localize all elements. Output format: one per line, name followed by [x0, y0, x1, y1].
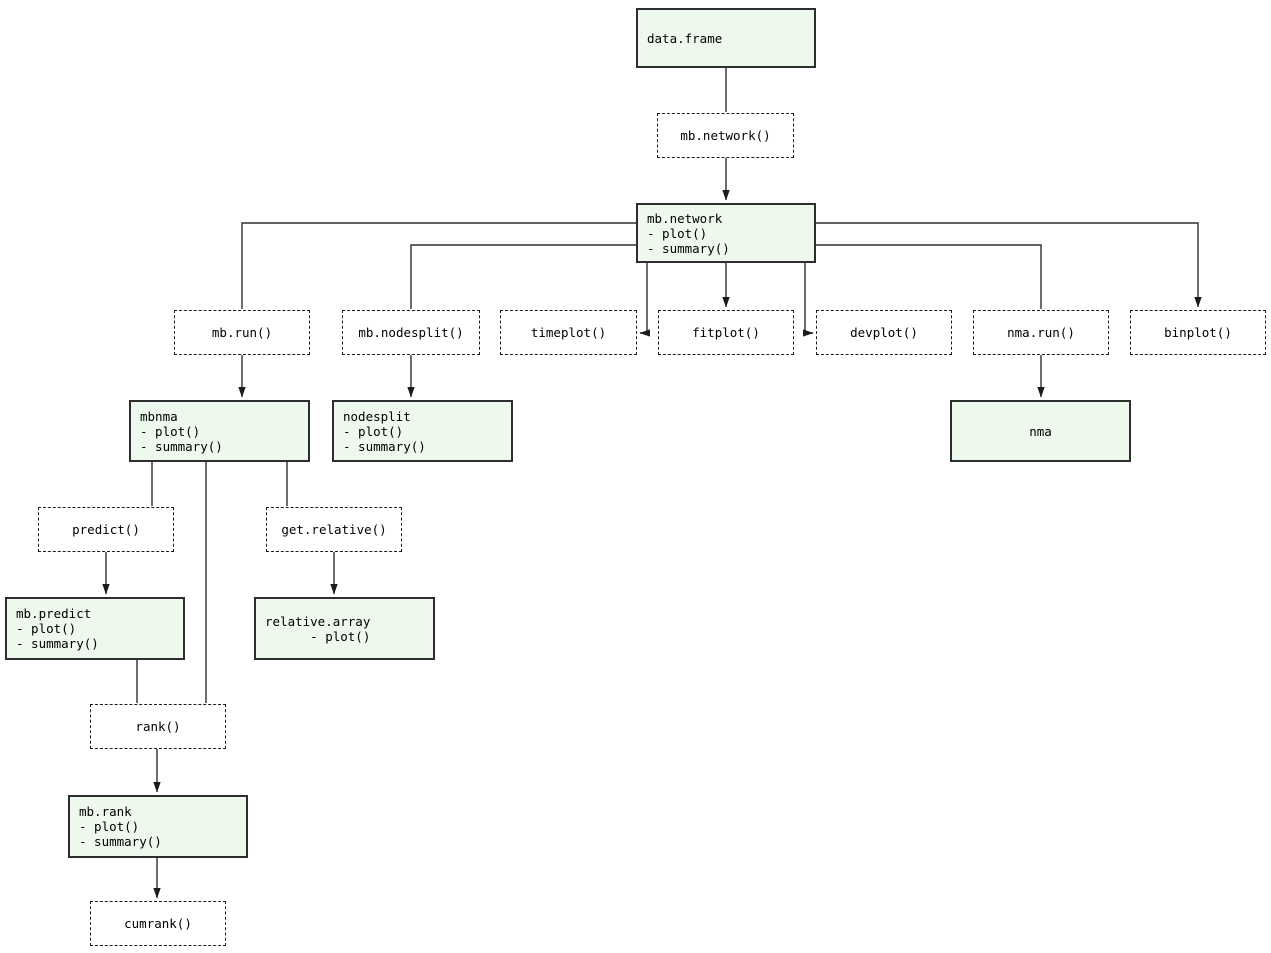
node-method-plot: - plot() — [310, 628, 371, 644]
node-nma: nma — [950, 400, 1131, 462]
node-method-summary: - summary() — [647, 240, 730, 256]
node-mb-predict: mb.predict - plot() - summary() — [5, 597, 185, 660]
node-timeplot-fn: timeplot() — [500, 310, 637, 355]
node-label: mb.predict — [16, 606, 92, 621]
node-label: mb.run() — [211, 325, 273, 340]
node-label: rank() — [135, 719, 181, 734]
node-label: nodesplit — [343, 408, 411, 424]
node-get-relative-fn: get.relative() — [266, 507, 402, 552]
node-label: nma — [1029, 423, 1052, 439]
node-label: fitplot() — [692, 325, 760, 340]
node-label: nma.run() — [1007, 325, 1075, 340]
edge-mbnetwork-to-mbnodesplitfn — [410, 244, 636, 309]
edge-mbnetwork-to-nmarunfn — [816, 244, 1042, 309]
node-method-plot: - plot() — [140, 423, 201, 439]
node-method-plot: - plot() — [79, 819, 140, 834]
node-nma-run-fn: nma.run() — [973, 310, 1109, 355]
node-label: relative.array — [265, 613, 371, 629]
node-label: get.relative() — [281, 522, 387, 537]
node-label: mb.rank — [79, 804, 132, 819]
node-method-summary: - summary() — [16, 636, 99, 651]
node-label: devplot() — [850, 325, 918, 340]
node-devplot-fn: devplot() — [816, 310, 952, 355]
edge-mbnetwork-to-devplotfn — [803, 263, 814, 337]
node-relative-array: relative.array - plot() — [254, 597, 435, 660]
edge-mbnetwork-to-binplotfn — [816, 222, 1202, 308]
edge-mbnetwork-to-mbrunfn — [241, 222, 636, 309]
node-method-plot: - plot() — [647, 225, 708, 241]
node-label: cumrank() — [124, 916, 192, 931]
node-method-summary: - summary() — [140, 438, 223, 454]
node-label: mb.network() — [680, 128, 771, 143]
node-mb-network-fn: mb.network() — [657, 113, 794, 158]
node-mb-rank: mb.rank - plot() - summary() — [68, 795, 248, 858]
node-mb-network: mb.network - plot() - summary() — [636, 203, 816, 263]
node-method-summary: - summary() — [79, 834, 162, 849]
node-rank-fn: rank() — [90, 704, 226, 749]
node-label: mbnma — [140, 408, 178, 424]
node-label: timeplot() — [530, 325, 607, 340]
node-label: mb.nodesplit() — [358, 325, 464, 340]
node-nodesplit: nodesplit - plot() - summary() — [332, 400, 513, 462]
node-mb-nodesplit-fn: mb.nodesplit() — [342, 310, 480, 355]
node-method-plot: - plot() — [16, 621, 77, 636]
node-fitplot-fn: fitplot() — [658, 310, 794, 355]
node-predict-fn: predict() — [38, 507, 174, 552]
node-mbnma: mbnma - plot() - summary() — [129, 400, 310, 462]
node-cumrank-fn: cumrank() — [90, 901, 226, 946]
node-label: binplot() — [1164, 325, 1232, 340]
node-mb-run-fn: mb.run() — [174, 310, 310, 355]
edge-mbnetwork-to-timeplotfn — [639, 263, 650, 337]
node-method-summary: - summary() — [343, 438, 426, 454]
node-label: mb.network — [647, 210, 723, 226]
node-binplot-fn: binplot() — [1130, 310, 1266, 355]
node-data-frame: data.frame — [636, 8, 816, 68]
node-label: predict() — [72, 522, 140, 537]
node-method-plot: - plot() — [343, 423, 404, 439]
node-label: data.frame — [647, 30, 723, 46]
